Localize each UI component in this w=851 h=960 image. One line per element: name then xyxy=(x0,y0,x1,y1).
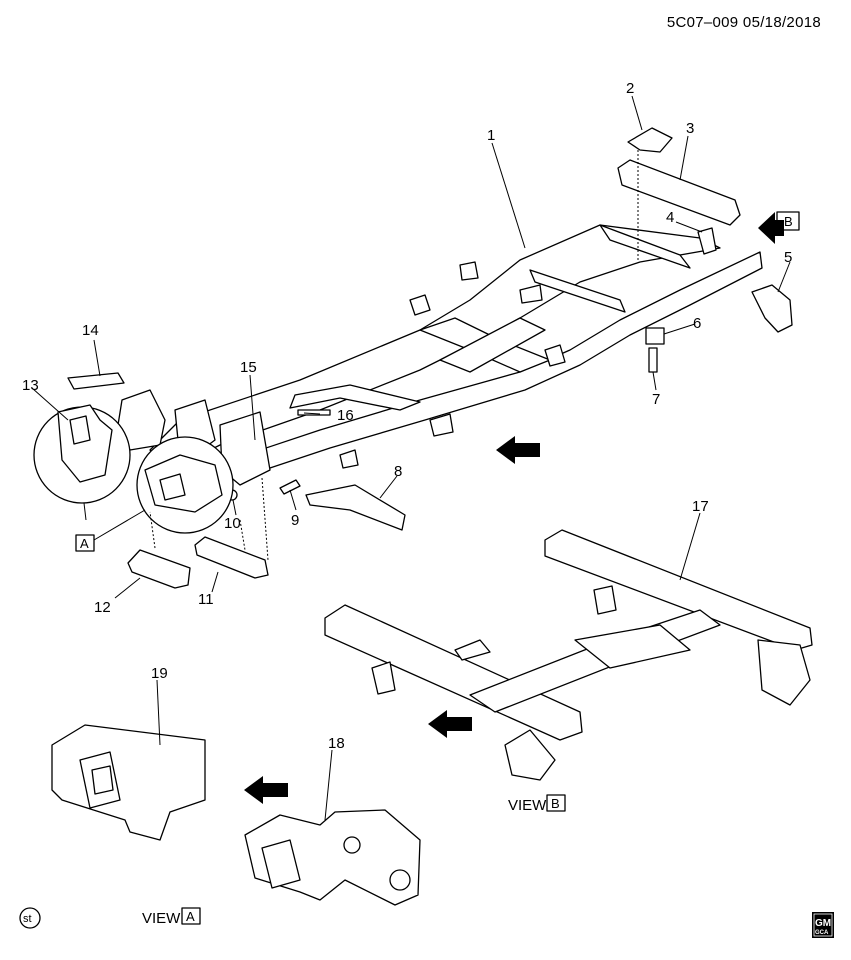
leader-lines xyxy=(31,95,791,821)
view-a-part-18 xyxy=(244,809,421,906)
callout-14: 14 xyxy=(82,322,99,339)
frt-arrow-view-b: FRT xyxy=(428,710,472,738)
part-3-crossmember xyxy=(617,159,741,226)
callout-13: 13 xyxy=(22,377,39,394)
part-7-bolt xyxy=(648,347,658,373)
part-2-plate xyxy=(627,127,673,153)
part-11-rail xyxy=(194,536,269,579)
part-6-mount xyxy=(645,327,665,345)
view-b-label-letter: B xyxy=(551,796,560,811)
document-date: 05/18/2018 xyxy=(742,14,821,31)
frt-label-view-a: FRT xyxy=(268,786,286,796)
document-code: 5C07–009 xyxy=(666,14,739,31)
document-code-date: 5C07–009 05/18/2018 xyxy=(667,14,821,31)
view-a-label-letter: A xyxy=(186,909,195,924)
gm-logo: GM GCA xyxy=(812,912,834,938)
st-badge: st xyxy=(19,907,41,929)
frt-arrow-main: FRT xyxy=(496,436,540,464)
callout-15: 15 xyxy=(240,359,257,376)
part-14-spacer xyxy=(67,372,125,390)
callout-3: 3 xyxy=(686,120,694,137)
view-b-direction-arrow xyxy=(758,212,784,244)
callout-numbers: 1 2 3 4 5 6 7 8 9 10 11 12 13 14 15 16 1… xyxy=(22,80,792,752)
callout-8: 8 xyxy=(394,463,402,480)
view-a-callout-box xyxy=(75,534,95,552)
view-a-detail-circles xyxy=(33,404,234,534)
callout-11: 11 xyxy=(198,591,214,608)
view-b-rear-frame xyxy=(324,529,813,781)
callout-9: 9 xyxy=(291,512,299,529)
st-badge-text: st xyxy=(23,913,32,925)
callout-2: 2 xyxy=(626,80,634,97)
part-16-bolt xyxy=(297,409,331,416)
main-frame-assembly xyxy=(117,224,763,486)
view-b-label-box xyxy=(546,794,566,812)
callout-10: 10 xyxy=(224,515,241,532)
part-8-bracket xyxy=(305,484,406,531)
callout-18: 18 xyxy=(328,735,345,752)
part-5-bracket xyxy=(751,284,793,333)
frt-label-main: FRT xyxy=(520,446,538,456)
callout-12: 12 xyxy=(94,599,111,616)
part-4-bracket xyxy=(697,227,717,255)
callout-16: 16 xyxy=(337,407,354,424)
gm-logo-bottom: GCA xyxy=(815,930,829,936)
frt-label-view-b: FRT xyxy=(452,720,470,730)
callout-6: 6 xyxy=(693,315,701,332)
callout-1: 1 xyxy=(487,127,495,144)
callout-7: 7 xyxy=(652,391,660,408)
callout-5: 5 xyxy=(784,249,792,266)
callout-4: 4 xyxy=(666,209,674,226)
gm-logo-top: GM xyxy=(815,918,831,929)
view-a-part-19 xyxy=(51,724,206,841)
view-b-indicator-letter: B xyxy=(784,214,793,229)
callout-19: 19 xyxy=(151,665,168,682)
frt-arrow-view-a: FRT xyxy=(244,776,288,804)
view-a-callout-letter: A xyxy=(80,536,89,551)
view-a-label-box xyxy=(181,907,201,925)
callout-17: 17 xyxy=(692,498,709,515)
view-a-label-word: VIEW xyxy=(142,910,181,927)
part-9-bolt xyxy=(279,479,301,495)
view-b-label-word: VIEW xyxy=(508,797,547,814)
part-12-bracket xyxy=(127,549,191,589)
